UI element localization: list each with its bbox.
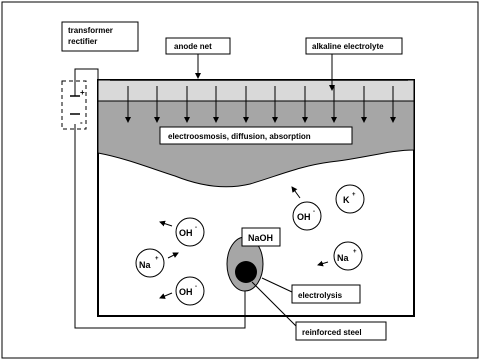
electrolysis-pointer	[261, 277, 293, 293]
svg-text:+: +	[155, 256, 159, 262]
cathode-wire	[74, 124, 246, 329]
ion-na: Na +	[135, 248, 165, 278]
power-source	[61, 80, 87, 130]
ion-motion-arrow	[159, 220, 173, 227]
ion-oh: OH -	[175, 276, 205, 306]
electrolyte-label: alkaline electrolyte	[312, 42, 384, 51]
transformer-label-1: transformer	[68, 26, 113, 35]
svg-text:+: +	[353, 249, 357, 255]
electrolyte-box	[305, 37, 403, 55]
svg-text:+: +	[352, 192, 356, 198]
anode-wire	[74, 68, 110, 90]
ion-na: Na +	[333, 241, 363, 271]
steel-pointer	[251, 281, 301, 331]
anode-net-label: anode net	[174, 42, 212, 51]
naoh-box	[241, 227, 281, 247]
svg-text:K: K	[343, 195, 350, 205]
steel-label: reinforced steel	[302, 328, 362, 337]
process-box	[159, 126, 353, 145]
svg-text:-: -	[195, 225, 197, 231]
transformer-box	[61, 21, 139, 52]
reinforced-steel	[235, 261, 257, 283]
ion-oh: OH -	[292, 201, 322, 231]
svg-text:-: -	[195, 284, 197, 290]
process-label: electroosmosis, diffusion, absorption	[168, 132, 311, 141]
transformer-label-2: rectifier	[68, 37, 97, 46]
steel-box	[295, 321, 387, 341]
electrolysis-label: electrolysis	[298, 291, 343, 300]
svg-text:Na: Na	[337, 253, 349, 263]
ion-motion-arrow	[167, 252, 179, 259]
svg-text:OH: OH	[179, 287, 193, 297]
svg-text:Na: Na	[139, 260, 151, 270]
naoh-label: NaOH	[248, 233, 273, 243]
svg-text:OH: OH	[179, 228, 193, 238]
ion-motion-arrow	[317, 260, 329, 267]
svg-text:-: -	[313, 209, 315, 215]
svg-text:OH: OH	[297, 212, 311, 222]
migration-arrows	[125, 86, 396, 123]
electrolyte-band	[97, 79, 415, 102]
positive-terminal: +	[80, 88, 85, 97]
electrolysis-box	[291, 284, 361, 304]
negative-terminal: -	[80, 118, 83, 127]
ion-oh: OH -	[175, 217, 205, 247]
ion-k: K +	[335, 184, 365, 214]
ion-motion-arrow	[159, 292, 173, 299]
ion-motion-arrow	[291, 186, 301, 199]
